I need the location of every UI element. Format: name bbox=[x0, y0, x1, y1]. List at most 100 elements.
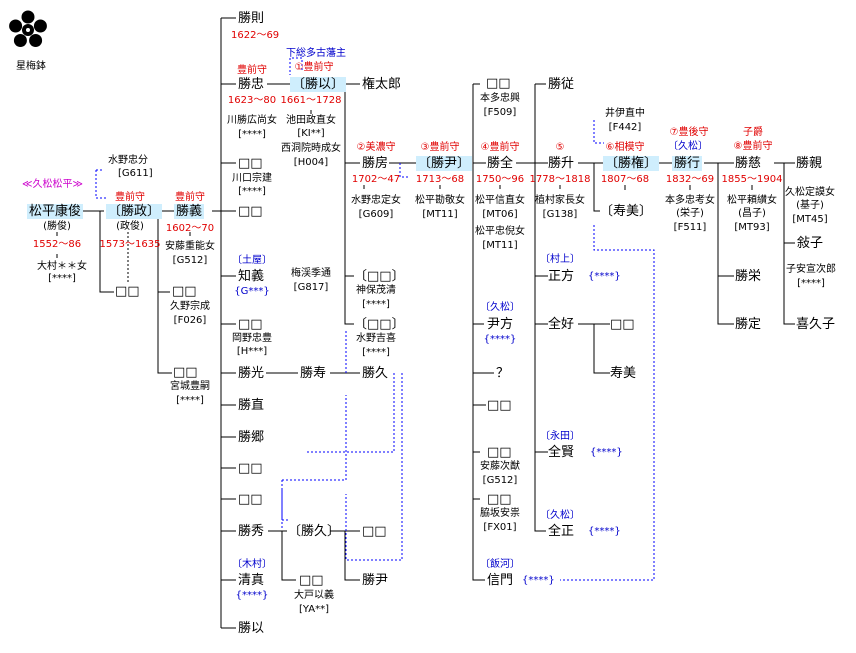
person-katsunori: 勝則 bbox=[238, 11, 265, 26]
person-katsuin: 勝尹 bbox=[362, 573, 389, 588]
person-zenkou: 全好 bbox=[548, 317, 575, 332]
person-katsunori-lord: 〔勝権〕 bbox=[603, 156, 660, 171]
lifespan: 1552～86 bbox=[32, 239, 82, 250]
spouse-name: 安藤重能女 bbox=[165, 241, 215, 252]
spouse-name: 水野忠定女 bbox=[351, 195, 401, 206]
adoption-code: [G611] bbox=[118, 168, 153, 179]
adoption-code: [F442] bbox=[608, 122, 642, 133]
lifespan: 1702～47 bbox=[351, 174, 401, 185]
person-katsuhisa-b: 勝寿 bbox=[300, 366, 327, 381]
spouse-code: [F509] bbox=[483, 107, 517, 118]
lifespan: 1602～70 bbox=[165, 223, 215, 234]
spouse-code: [F511] bbox=[673, 222, 707, 233]
person-kikuko: 喜久子 bbox=[796, 317, 836, 332]
person-nobukado: 信門 bbox=[487, 573, 514, 588]
code: {****} bbox=[522, 575, 555, 586]
spouse-name: 川勝広尚女 bbox=[227, 115, 277, 126]
lifespan: 1807～68 bbox=[600, 174, 650, 185]
spouse-code: [G817] bbox=[293, 282, 329, 293]
spouse-name: 松平信直女 bbox=[475, 195, 525, 206]
court-title: 豊前守 bbox=[175, 192, 205, 203]
spouse-name: 本多忠興 bbox=[480, 93, 520, 104]
person-unknown: □□ bbox=[487, 492, 512, 507]
spouse-name: 西洞院時成女 bbox=[281, 143, 341, 154]
adopted-family-label: 〔久松〕 bbox=[480, 302, 520, 313]
person-kiyozane: 清真 bbox=[238, 573, 265, 588]
person-matsudaira-yasutoshi: 松平康俊 bbox=[27, 204, 84, 219]
spouse-name: 大村＊＊女 bbox=[37, 261, 87, 272]
person-toshimi: 〔寿美〕 bbox=[600, 204, 653, 219]
spouse-name: 大戸以義 bbox=[294, 590, 334, 601]
code: {G***} bbox=[234, 286, 270, 297]
hoshi-umebachi-crest-icon bbox=[9, 10, 47, 47]
spouse-code: [H***] bbox=[236, 346, 268, 357]
spouse-code: [****] bbox=[238, 129, 266, 140]
lifespan: 1661～1728 bbox=[280, 95, 342, 106]
spouse-name: 松平忠倪女 bbox=[475, 226, 525, 237]
spouse-code: [G512] bbox=[482, 475, 518, 486]
person-katsuyoshi: 勝義 bbox=[174, 204, 205, 219]
alt-name: (勝俊) bbox=[43, 221, 71, 232]
spouse-name: 久野宗成 bbox=[170, 301, 210, 312]
person-katsusada: 勝定 bbox=[735, 317, 762, 332]
spouse-name: 宮城豊嗣 bbox=[170, 381, 210, 392]
spouse-code: [G512] bbox=[172, 255, 208, 266]
court-title: ①豊前守 bbox=[294, 62, 334, 73]
person-katsusato: 勝郷 bbox=[238, 430, 265, 445]
lifespan: 1832～69 bbox=[665, 174, 715, 185]
spouse-code: [KI**] bbox=[297, 128, 325, 139]
person-unknown: □□ bbox=[238, 461, 263, 476]
spouse-code: [MT93] bbox=[734, 222, 770, 233]
code: {****} bbox=[588, 526, 621, 537]
adopted-family-label: 〔木村〕 bbox=[232, 559, 272, 570]
person-unknown: 〔□□〕 bbox=[354, 269, 405, 284]
court-title: ③豊前守 bbox=[420, 142, 460, 153]
court-title: ⑧豊前守 bbox=[733, 141, 773, 152]
spouse-code: [****] bbox=[48, 273, 76, 284]
lifespan: 1573～1635 bbox=[99, 239, 161, 250]
spouse-name: 安藤次猷 bbox=[480, 461, 520, 472]
spouse-alt-name: (昌子) bbox=[738, 208, 766, 219]
spouse-code: [F026] bbox=[173, 315, 207, 326]
spouse-code: [MT45] bbox=[792, 214, 828, 225]
adopted-family-label: 〔飯河〕 bbox=[480, 559, 520, 570]
adopted-family-label: 〔土屋〕 bbox=[232, 255, 272, 266]
lifespan: 1623～80 bbox=[227, 95, 277, 106]
spouse-name: 子安宣次郎 bbox=[786, 264, 836, 275]
court-title: ⑥相模守 bbox=[605, 142, 645, 153]
person-katsunao: 勝直 bbox=[238, 398, 265, 413]
spouse-code: [****] bbox=[362, 347, 390, 358]
person-unknown: □□ bbox=[238, 317, 263, 332]
spouse-name: 岡野忠豊 bbox=[232, 333, 272, 344]
person-katsuyuki: 勝行 bbox=[672, 156, 703, 171]
adopted-family-label: 〔久松〕 bbox=[540, 510, 580, 521]
person-gontaro: 権太郎 bbox=[362, 77, 402, 92]
spouse-code: [****] bbox=[238, 186, 266, 197]
person-masakata: 正方 bbox=[548, 269, 575, 284]
spouse-name: 梅渓季通 bbox=[291, 268, 331, 279]
lifespan: 1778～1818 bbox=[529, 174, 591, 185]
spouse-code: [FX01] bbox=[483, 522, 517, 533]
person-unknown: 〔□□〕 bbox=[354, 317, 405, 332]
person-zenken: 全賢 bbox=[548, 445, 575, 460]
person-katsuchika: 勝親 bbox=[796, 156, 823, 171]
code: {****} bbox=[483, 334, 517, 345]
person-unknown: □□ bbox=[172, 284, 197, 299]
person-katsumochi: 勝以 bbox=[238, 621, 265, 636]
person-unknown: □□ bbox=[487, 445, 512, 460]
spouse-name: 池田政直女 bbox=[286, 115, 336, 126]
person-toshimi-2: 寿美 bbox=[610, 366, 637, 381]
code: {****} bbox=[590, 447, 623, 458]
person-unknown: □□ bbox=[487, 398, 512, 413]
spouse-code: [G138] bbox=[542, 209, 578, 220]
person-katsuyori: 勝従 bbox=[548, 77, 575, 92]
adopted-family-label: 〔久松〕 bbox=[668, 141, 708, 152]
court-title: 豊前守 bbox=[115, 192, 145, 203]
clan-label: ≪久松松平≫ bbox=[22, 179, 83, 190]
person-unknown: □□ bbox=[486, 76, 511, 91]
alt-name: (政俊) bbox=[116, 221, 144, 232]
spouse-code: [YA**] bbox=[299, 604, 329, 615]
person-unknown: □□ bbox=[610, 317, 635, 332]
person-tadamasa: 尹方 bbox=[487, 317, 514, 332]
person-katsumochi-lord: 〔勝以〕 bbox=[290, 77, 347, 92]
